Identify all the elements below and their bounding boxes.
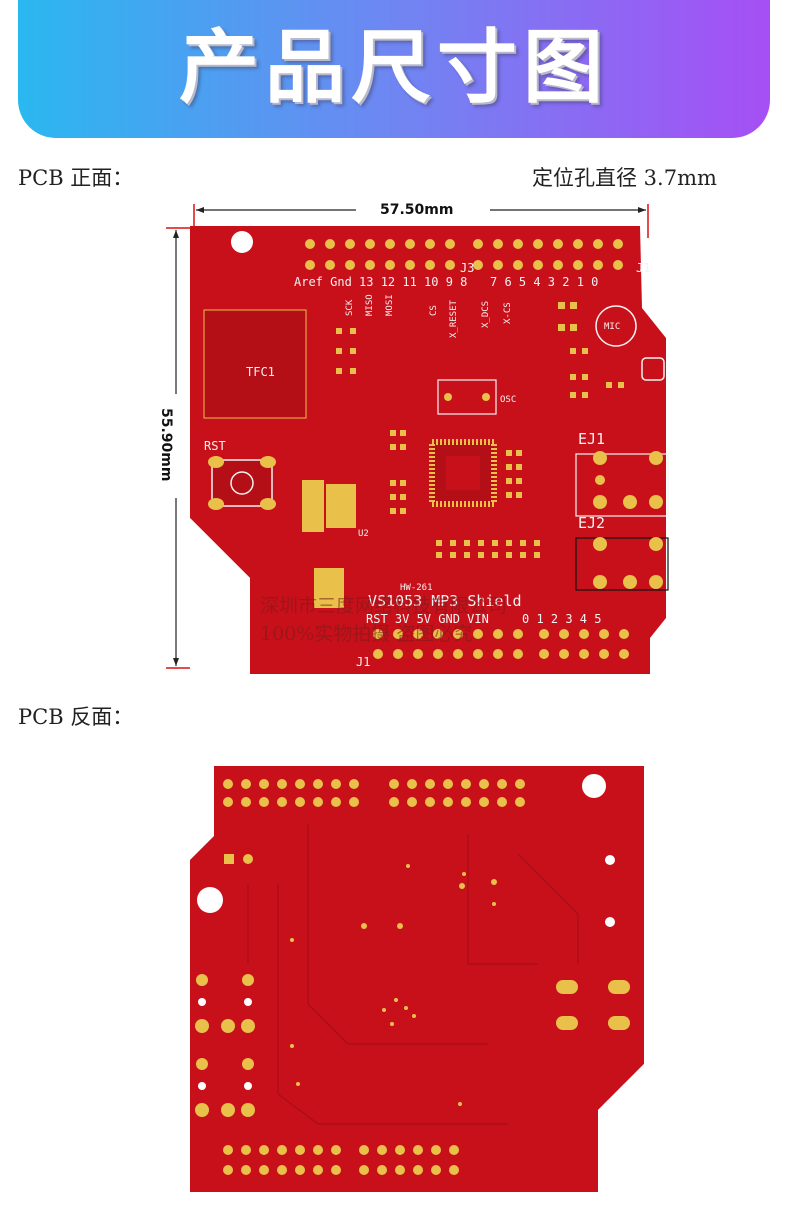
silk-ej2: EJ2 [578,514,605,532]
silk-ej1: EJ1 [578,430,605,448]
silk-mic: MIC [604,322,620,332]
pcb-back-board [190,766,644,1192]
banner-title: 产品尺寸图 [179,21,609,114]
silk-sig-xreset: X_RESET [449,299,459,338]
crystal-oscillator [437,379,497,415]
silk-sig-cs: CS [429,305,439,316]
silk-power-pins: RST 3V 5V GND VIN [366,612,489,626]
signal-labels: SCK MISO MOSI CS X_RESET X_DCS X-CS [345,294,513,338]
silk-osc: OSC [500,395,516,405]
back-vias [290,864,497,1106]
height-dimension-label: 55.90mm [160,408,174,481]
tf-card-slot [203,309,307,419]
silk-rst: RST [204,439,226,453]
back-label: PCB 反面： [18,705,134,729]
width-dimension-label: 57.50mm [380,202,453,218]
front-label: PCB 正面： [18,166,134,190]
silk-u2: U2 [358,529,369,539]
title-banner: 产品尺寸图 [18,0,770,138]
mounting-hole [231,231,253,253]
bottom-header-pads [314,568,629,659]
top-header-pads [305,239,623,270]
smd-pads [336,302,624,558]
height-dimension: 55.90mm [160,227,200,669]
silk-sig-xdcs: X_DCS [481,301,491,328]
pcb-back-image [188,764,648,1194]
reset-button [211,459,273,507]
microphone [595,305,637,347]
silk-analog-pins: 0 1 2 3 4 5 [522,612,601,626]
back-mounting-hole [582,774,606,798]
watermark-line1: 深圳市三度网络科技有限公司 [260,595,507,617]
width-dimension: 57.50mm [193,202,649,238]
silk-pins-right: 7 6 5 4 3 2 1 0 [490,275,598,289]
silk-sig-sck: SCK [345,299,355,316]
pcb-front-image: 57.50mm 55.90mm Aref Gnd 13 12 11 10 9 8… [160,198,680,674]
silk-sig-miso: MISO [365,294,375,316]
silk-tfc1: TFC1 [246,365,275,379]
silk-j3: J3 [460,261,474,275]
silk-sig-xcs: X-CS [503,302,513,324]
audio-jack-ej2 [575,537,669,591]
silk-j1-top: J1 [636,261,650,275]
hole-diameter-note: 定位孔直径 3.7mm [532,166,717,190]
back-traces [247,824,579,1125]
pcb-front-board [190,226,666,674]
silk-board-name: VS1053 MP3 Shield [368,592,522,610]
silk-rev: HW-261 [400,583,433,593]
back-through-holes [198,855,615,1090]
silk-sig-mosi: MOSI [385,294,395,316]
silk-j1-bottom: J1 [356,655,370,669]
back-top-pads [195,779,630,1175]
audio-jack-ej1 [575,453,669,517]
watermark-line2: 100%实物拍摄 盗图必究 [260,623,472,645]
silk-header-top: Aref Gnd 13 12 11 10 9 8 [294,275,467,289]
